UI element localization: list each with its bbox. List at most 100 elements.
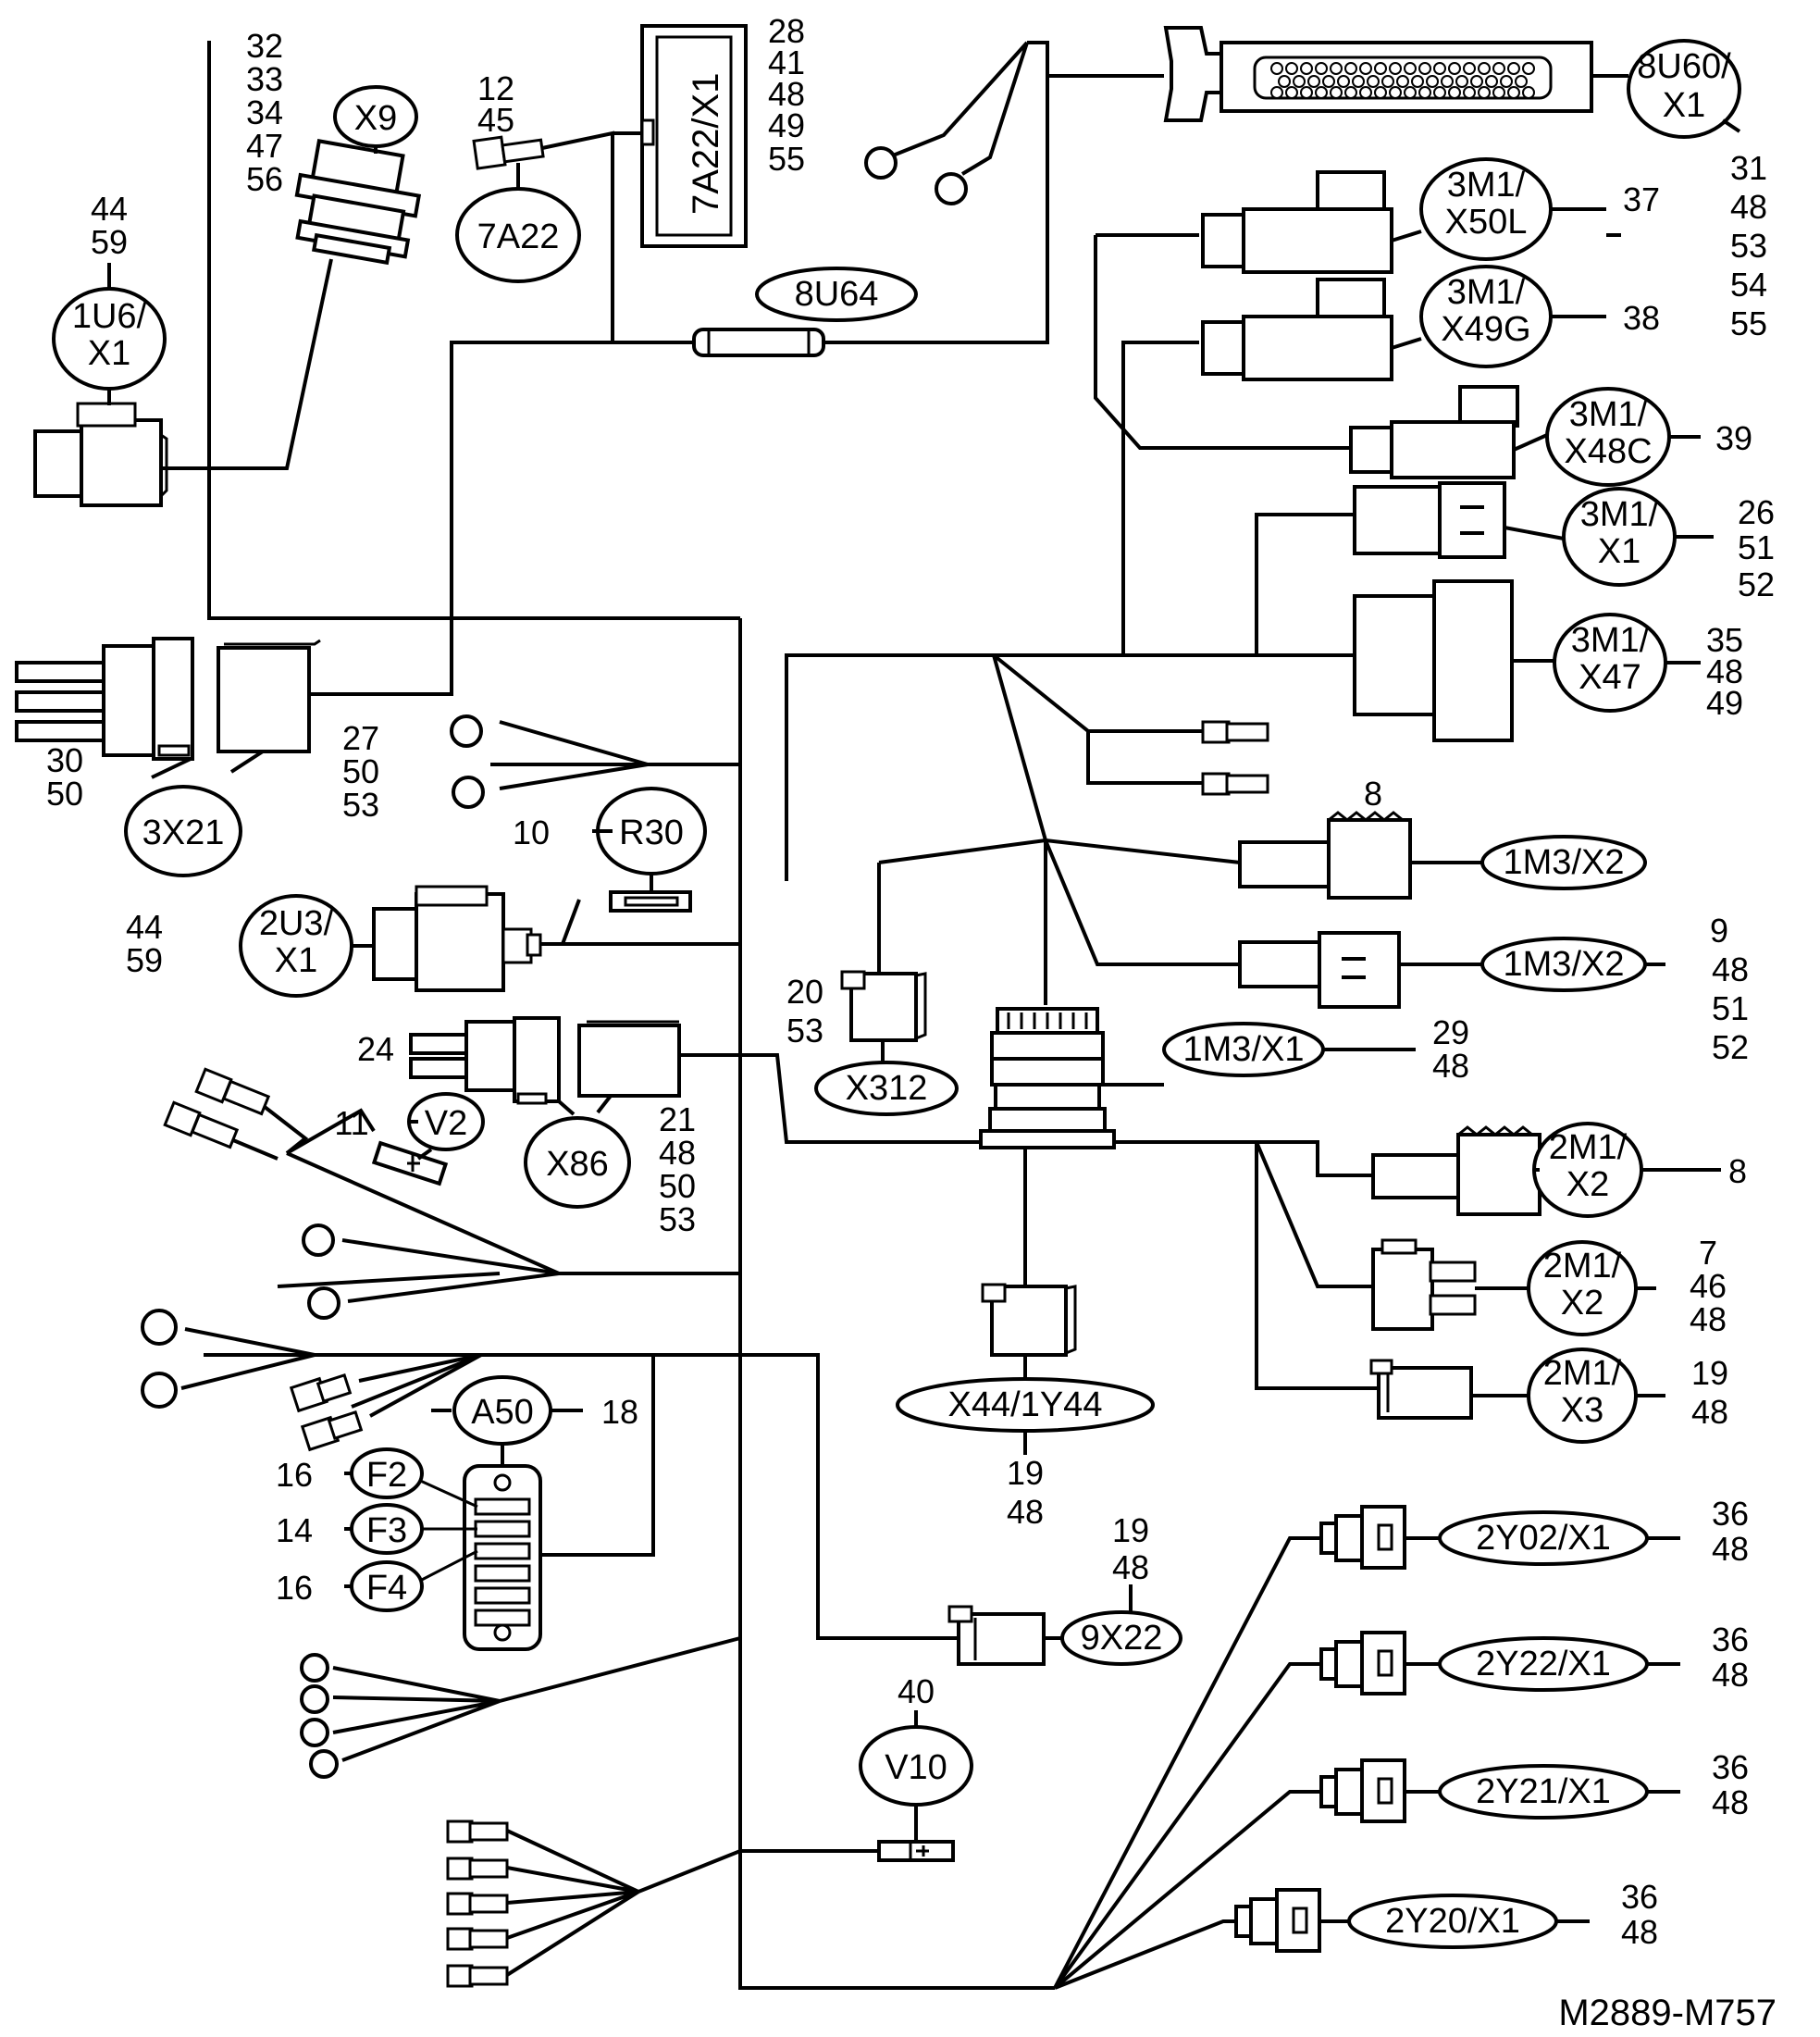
resistor-R30 [609, 874, 692, 913]
ref-3X21b-3: 53 [342, 786, 379, 824]
connector-2M1-X2-lower [1371, 1238, 1477, 1331]
ref-X86b-4: 53 [659, 1200, 696, 1238]
connector-X86 [409, 1016, 681, 1116]
connector-9X22 [947, 1605, 1064, 1666]
ref-A50: 18 [601, 1393, 638, 1431]
ref-7A22X1-2: 41 [768, 43, 805, 81]
label-2Y21-X1: 2Y21/X1 [1476, 1772, 1611, 1811]
inline-8U64 [692, 328, 825, 357]
ref-7A22-1: 12 [477, 69, 514, 107]
ref-8U60-5: 55 [1730, 304, 1767, 342]
label-8U60-X1-1: 8U60/ [1637, 47, 1731, 86]
ref-2U3-1: 44 [126, 908, 163, 946]
ref-8U60-1: 31 [1730, 149, 1767, 187]
ref-2M1X2b-1: 7 [1699, 1234, 1717, 1272]
callout-8U64 [755, 267, 918, 322]
label-9X22: 9X22 [1081, 1619, 1163, 1658]
connector-3M1-X47 [1353, 579, 1554, 742]
ref-1M3X2b-1: 9 [1710, 912, 1728, 950]
label-7A22-X1: 7A22/X1 [686, 73, 726, 215]
ref-7A22X1-1: 28 [768, 12, 805, 50]
connector-X44-1Y44 [981, 1283, 1077, 1381]
connector-2Y22-X1 [1319, 1631, 1440, 1695]
label-R30: R30 [619, 814, 684, 852]
ref-X86b-1: 21 [659, 1100, 696, 1138]
callout-1M3-X2-upper [1480, 835, 1647, 890]
ref-3X21b-1: 27 [342, 719, 379, 757]
ref-2M1X3-1: 19 [1691, 1354, 1728, 1392]
ref-3M1X1-2: 51 [1738, 528, 1775, 566]
label-1U6-X1-2: X1 [88, 334, 130, 373]
label-2Y20-X1: 2Y20/X1 [1385, 1902, 1520, 1941]
connector-1U6-X1 [33, 402, 168, 507]
ref-1U6-2: 59 [91, 223, 128, 261]
label-8U60-X1-2: X1 [1663, 86, 1705, 125]
connector-3M1-X50L [1201, 170, 1422, 274]
ring-lugs-left-2 [302, 1223, 560, 1320]
callout-X86 [524, 1116, 631, 1209]
ref-2Y21-1: 36 [1712, 1748, 1749, 1786]
label-3M1-X1-2: X1 [1598, 532, 1640, 571]
callouts: 8U60/ X1 3M1/ X50L 3M1/ X49G 3M1/ X48C 3… [52, 39, 1741, 1949]
ref-1M3X2b-3: 51 [1712, 989, 1749, 1027]
connector-3M1-X1 [1353, 481, 1565, 559]
ref-1M3X2b-2: 48 [1712, 950, 1749, 988]
label-A50: A50 [471, 1393, 534, 1432]
ref-3M1X1-3: 52 [1738, 565, 1775, 603]
label-V2: V2 [425, 1104, 467, 1143]
ring-lugs-left-3 [141, 1309, 482, 1452]
ref-X9-2: 33 [246, 60, 283, 98]
label-3M1-X50L-1: 3M1/ [1447, 166, 1526, 205]
callout-8U60-X1 [1627, 39, 1741, 139]
drawing-number: M2889-M757 [1558, 1993, 1777, 2033]
label-2Y22-X1: 2Y22/X1 [1476, 1645, 1611, 1683]
ref-X9-4: 47 [246, 127, 283, 165]
label-2M1-X2-lower-1: 2M1/ [1543, 1247, 1622, 1286]
ref-2Y02-1: 36 [1712, 1495, 1749, 1533]
ref-2Y20-2: 48 [1621, 1913, 1658, 1951]
module-7A22-X1: 7A22/X1 [640, 24, 748, 248]
ref-F4: 16 [276, 1569, 313, 1607]
ref-1U6-1: 44 [91, 190, 128, 228]
connector-1M3-X1 [979, 1007, 1164, 1149]
label-F3: F3 [366, 1511, 407, 1550]
ref-7A22-2: 45 [477, 101, 514, 139]
ref-X47-2: 48 [1706, 652, 1743, 690]
connector-2Y21-X1 [1319, 1758, 1440, 1823]
ref-3M1X1-1: 26 [1738, 493, 1775, 531]
connector-3M1-X48C [1349, 385, 1548, 479]
ref-1M3X2b-4: 52 [1712, 1028, 1749, 1066]
label-F4: F4 [366, 1569, 407, 1608]
label-1M3-X1: 1M3/X1 [1183, 1030, 1305, 1069]
flag-terminals-bottom [446, 1820, 640, 1988]
connector-1M3-X2-upper [1238, 811, 1482, 900]
label-2M1-X2-lower-2: X2 [1561, 1284, 1603, 1323]
label-X9: X9 [354, 99, 397, 138]
connector-X9 [294, 139, 422, 266]
connector-2M1-X2-upper [1371, 1125, 1541, 1216]
pin-grid [1270, 62, 1535, 99]
connector-2U3-X1 [372, 885, 542, 992]
ref-7A22X1-5: 55 [768, 140, 805, 178]
label-2Y02-X1: 2Y02/X1 [1476, 1519, 1611, 1558]
diode-V10 [877, 1794, 955, 1862]
label-3M1-X1-1: 3M1/ [1580, 495, 1659, 534]
label-X86: X86 [546, 1145, 609, 1184]
ref-F3: 14 [276, 1511, 313, 1549]
ref-2M1X2a: 8 [1728, 1152, 1747, 1190]
ref-8U60-4: 54 [1730, 266, 1767, 304]
ref-2Y02-2: 48 [1712, 1530, 1749, 1568]
ref-3X21a-1: 30 [46, 741, 83, 779]
flag-terminals-V2 [163, 1067, 309, 1161]
connector-8U60-X1 [1163, 26, 1628, 122]
ring-lugs-left-4 [300, 1653, 501, 1779]
label-3X21: 3X21 [142, 814, 225, 852]
label-F2: F2 [366, 1456, 407, 1495]
label-2M1-X3-2: X3 [1561, 1391, 1603, 1430]
label-1M3-X2-upper: 1M3/X2 [1504, 843, 1625, 882]
ref-7A22X1-4: 49 [768, 106, 805, 144]
connector-X312 [840, 970, 927, 1064]
ref-V10: 40 [898, 1672, 935, 1710]
ref-8U60-3: 53 [1730, 227, 1767, 265]
